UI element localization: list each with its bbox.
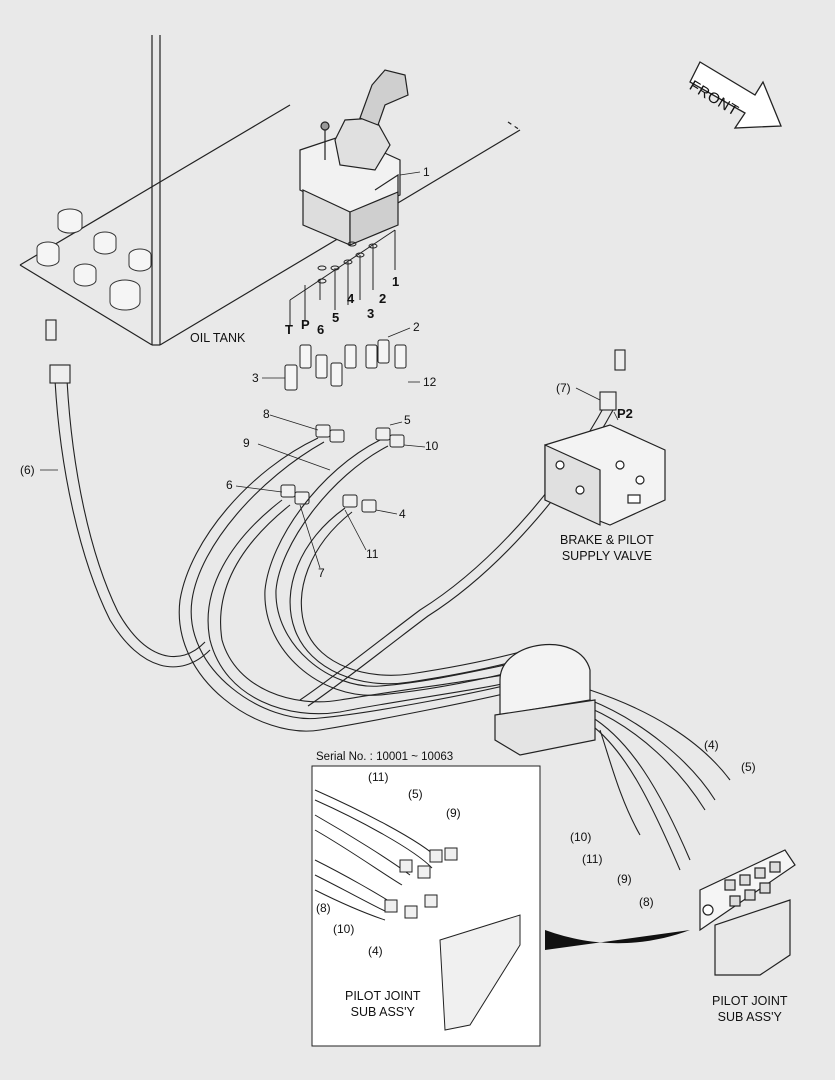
callout-1: 1	[423, 165, 430, 179]
elbow-fittings	[280, 424, 405, 513]
callout-inset-8: (8)	[316, 901, 331, 915]
port-label-p: P	[301, 317, 310, 332]
callout-main-4: (4)	[704, 738, 719, 752]
callout-inset-5: (5)	[408, 787, 423, 801]
port-label-3: 3	[367, 306, 375, 321]
callout-main-10: (10)	[570, 830, 592, 844]
port-label-2: 2	[379, 291, 387, 306]
oil-tank	[19, 35, 521, 346]
callout-5: 5	[404, 413, 411, 427]
brake-pilot-supply-valve	[544, 424, 666, 526]
callout-9: 9	[243, 436, 250, 450]
callout-8: 8	[263, 407, 270, 421]
hose-6	[45, 319, 211, 668]
callout-main-9: (9)	[617, 872, 632, 886]
brake-valve-line1: BRAKE & PILOT	[560, 533, 654, 547]
callout-10: 10	[425, 439, 439, 453]
brake-valve-caption: BRAKE & PILOT SUPPLY VALVE	[560, 532, 654, 564]
port-label-5: 5	[332, 310, 340, 325]
callout-inset-10: (10)	[333, 922, 355, 936]
pilot-joint-inset-line1: PILOT JOINT	[345, 989, 421, 1003]
callout-3: 3	[252, 371, 259, 385]
callout-main-5: (5)	[741, 760, 756, 774]
pilot-joint-inset-line2: SUB ASS'Y	[350, 1005, 415, 1019]
pilot-joint-main-caption: PILOT JOINT SUB ASS'Y	[712, 993, 787, 1025]
hose-bundle	[178, 437, 731, 871]
leader-lines	[40, 171, 619, 569]
callout-inset-9: (9)	[446, 806, 461, 820]
callout-6: 6	[226, 478, 233, 492]
callout-inset-4: (4)	[368, 944, 383, 958]
callout-main-11: (11)	[582, 852, 603, 866]
hose-clamp	[494, 644, 596, 756]
front-arrow	[689, 61, 782, 129]
pilot-joint-inset-caption: PILOT JOINT SUB ASS'Y	[345, 988, 420, 1020]
pointer-arrow	[545, 930, 690, 950]
adapters	[284, 339, 407, 391]
callout-paren-7: (7)	[556, 381, 571, 395]
remote-control-valve	[299, 69, 409, 246]
callout-7: 7	[318, 566, 325, 580]
callout-main-8: (8)	[639, 895, 654, 909]
port-label-1: 1	[392, 274, 400, 289]
callout-12: 12	[423, 375, 437, 389]
pilot-joint-main-line1: PILOT JOINT	[712, 994, 788, 1008]
port-label-t: T	[285, 322, 293, 337]
oil-tank-label: OIL TANK	[190, 331, 246, 345]
port-label-6: 6	[317, 322, 325, 337]
pilot-joint-main	[699, 849, 796, 976]
inset-panel	[311, 765, 541, 1047]
port-label-p2: P2	[617, 406, 633, 421]
callout-inset-11: (11)	[368, 770, 389, 784]
valve-ports	[289, 229, 396, 325]
port-label-4: 4	[347, 291, 355, 306]
serial-number: Serial No. : 10001 ~ 10063	[316, 751, 454, 763]
pilot-joint-main-line2: SUB ASS'Y	[717, 1010, 782, 1024]
callout-11: 11	[366, 547, 379, 561]
callout-2: 2	[413, 320, 420, 334]
callout-4: 4	[399, 507, 406, 521]
brake-valve-line2: SUPPLY VALVE	[561, 549, 652, 563]
callout-paren-6: (6)	[20, 463, 35, 477]
